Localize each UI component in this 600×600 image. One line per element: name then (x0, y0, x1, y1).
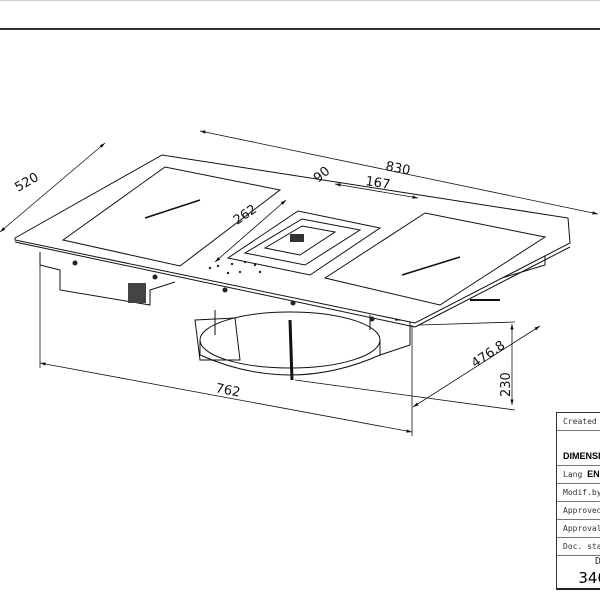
modif-by-label: Modif.by (557, 484, 600, 502)
doc-status-label: Doc. stat (557, 538, 600, 556)
lang-row: Lang EN (557, 466, 600, 484)
cooking-zone-right (323, 212, 547, 306)
dim-830: 830 (384, 159, 411, 178)
dim-762: 762 (214, 381, 241, 400)
dim-476-8: 476.8 (469, 338, 508, 371)
title-block: Created b DIMENSIO Lang EN Modif.by Appr… (556, 412, 600, 590)
motor-box (194, 317, 241, 361)
lang-label: Lang (563, 470, 583, 479)
lang-value: EN (587, 469, 600, 479)
created-by-label: Created b (557, 412, 600, 431)
dimension-lines (0, 130, 599, 436)
drawing-label: Dr (563, 556, 600, 568)
fan-leg (288, 319, 294, 381)
title-block-blank (557, 431, 600, 448)
dim-167: 167 (364, 174, 391, 193)
drawing-number: 340 (578, 569, 600, 586)
touch-controls (208, 260, 262, 275)
drawing-cell: Dr 340 (557, 556, 600, 590)
mounting-screws (72, 260, 375, 322)
vent-grille-side (128, 283, 146, 303)
dim-230: 230 (499, 372, 514, 397)
doc-type: DIMENSIO (557, 448, 600, 466)
approved-label: Approved (557, 502, 600, 520)
approval-label: Approval (557, 520, 600, 538)
dim-520: 520 (13, 170, 42, 195)
